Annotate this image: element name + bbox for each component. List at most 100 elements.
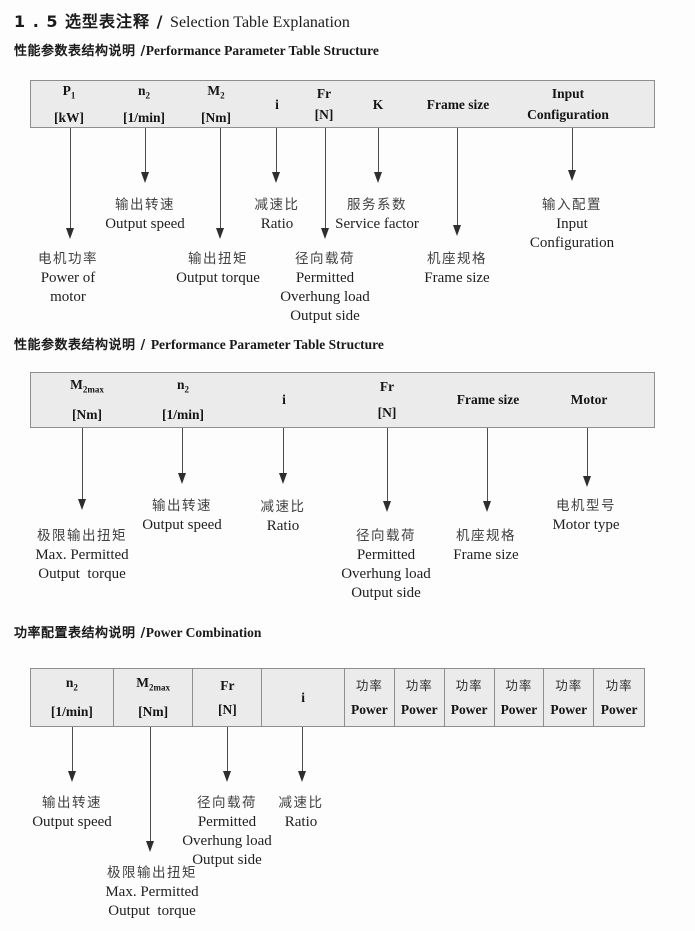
col-n2-sub: 2 [184, 384, 190, 395]
col-k-symbol: K [372, 96, 384, 112]
col-power-en: Power [400, 701, 438, 717]
col-i: i [262, 669, 345, 726]
label-line: Overhung load [182, 833, 272, 849]
page-title-en: Selection Table Explanation [170, 14, 350, 31]
col-m2max-sub: 2max [82, 384, 104, 395]
label-line: 减速比 [254, 197, 300, 213]
label-line: Ratio [266, 518, 300, 534]
label-line: Output speed [142, 517, 222, 533]
label-line: Ratio [260, 216, 294, 232]
performance-table-2-header: M2max [Nm] n2 [1/min] i Fr [N] Frame siz… [30, 372, 655, 428]
col-power-en: Power [600, 701, 638, 717]
section3-heading-zh: 功率配置表结构说明 / [14, 626, 146, 641]
arrow-n2 [178, 428, 186, 484]
arrow-m2max [146, 727, 154, 852]
col-p1: P1 [kW] [31, 81, 107, 127]
col-n2-symbol: n [137, 83, 146, 99]
arrow-input-configuration [568, 128, 576, 181]
label-line: 径向载荷 [356, 528, 416, 544]
label-line: Output speed [32, 814, 112, 830]
col-input-line1: Input [551, 86, 585, 101]
col-fr: Fr [N] [301, 81, 347, 127]
col-n2-symbol: n [176, 376, 185, 392]
section1-heading-en: Performance Parameter Table Structure [145, 43, 379, 58]
label-line: Output torque [108, 903, 196, 919]
arrow-frame-size [453, 128, 461, 236]
col-power-4: 功率 Power [495, 669, 545, 726]
label-line: Permitted [356, 547, 416, 563]
col-n2-unit: [1/min] [50, 703, 93, 719]
section2-heading-en: Performance Parameter Table Structure [150, 337, 384, 352]
section2-heading-zh: 性能参数表结构说明 / [14, 338, 151, 353]
label-ratio: 减速比 Ratio [227, 196, 327, 234]
col-m2-unit: [Nm] [201, 109, 231, 125]
col-n2: n2 [1/min] [143, 373, 223, 427]
col-m2-symbol: M [207, 83, 221, 99]
col-power-2: 功率 Power [395, 669, 445, 726]
col-power-zh: 功率 [505, 677, 533, 693]
col-p1-unit: [kW] [54, 109, 84, 125]
col-m2max: M2max [Nm] [114, 669, 194, 726]
label-line: Ratio [284, 814, 318, 830]
col-i: i [257, 81, 297, 127]
col-power-zh: 功率 [555, 677, 583, 693]
col-frame-size: Frame size [408, 81, 508, 127]
label-line: Configuration [529, 235, 615, 251]
section2-heading: 性能参数表结构说明 / Performance Parameter Table … [14, 334, 384, 353]
col-motor-label: Motor [570, 392, 608, 407]
label-line: 极限输出扭矩 [37, 528, 127, 544]
col-power-zh: 功率 [405, 677, 433, 693]
label-line: Service factor [335, 216, 419, 232]
label-line: Input [556, 216, 588, 232]
arrow-m2max [78, 428, 86, 510]
col-input-line2: Configuration [527, 107, 609, 122]
section3-heading-en: Power Combination [145, 625, 262, 640]
col-power-3: 功率 Power [445, 669, 495, 726]
col-m2max-symbol: M [70, 376, 83, 392]
col-fr-unit: [N] [377, 405, 397, 420]
col-n2-unit: [1/min] [162, 407, 204, 423]
label-line: Output speed [105, 216, 185, 232]
col-i-symbol: i [275, 96, 279, 112]
label-line: Overhung load [341, 566, 431, 582]
col-power-6: 功率 Power [594, 669, 644, 726]
label-line: 服务系数 [347, 197, 407, 213]
label-line: Motor type [552, 517, 620, 533]
col-input-configuration: Input Configuration [508, 81, 628, 127]
label-line: Output torque [38, 566, 126, 582]
arrow-i [279, 428, 287, 484]
arrow-n2 [68, 727, 76, 782]
col-motor: Motor [539, 373, 639, 427]
page-title: 1 . 5 选型表注释 / Selection Table Explanatio… [14, 8, 350, 32]
col-power-en: Power [500, 701, 538, 717]
arrow-p1 [66, 128, 74, 239]
col-frame-size: Frame size [433, 373, 543, 427]
label-motor-type: 电机型号 Motor type [526, 497, 646, 535]
label-line: Max. Permitted [35, 547, 129, 563]
col-i: i [249, 373, 319, 427]
col-m2: M2 [Nm] [181, 81, 251, 127]
power-combination-table-header: n2 [1/min] M2max [Nm] Fr [N] i 功率 Power … [30, 668, 645, 727]
col-n2-unit: [1/min] [123, 109, 165, 125]
label-line: 电机型号 [556, 498, 616, 514]
label-line: Permitted [295, 270, 355, 286]
label-line: 机座规格 [427, 251, 487, 267]
arrow-fr [321, 128, 329, 239]
arrow-motor [583, 428, 591, 487]
col-fr-symbol: Fr [220, 677, 235, 693]
label-line: Power of [40, 270, 96, 286]
arrow-fr [223, 727, 231, 782]
arrow-frame-size [483, 428, 491, 512]
col-fr: Fr [N] [352, 373, 422, 427]
page-title-zh: 1 . 5 选型表注释 / [14, 12, 171, 31]
